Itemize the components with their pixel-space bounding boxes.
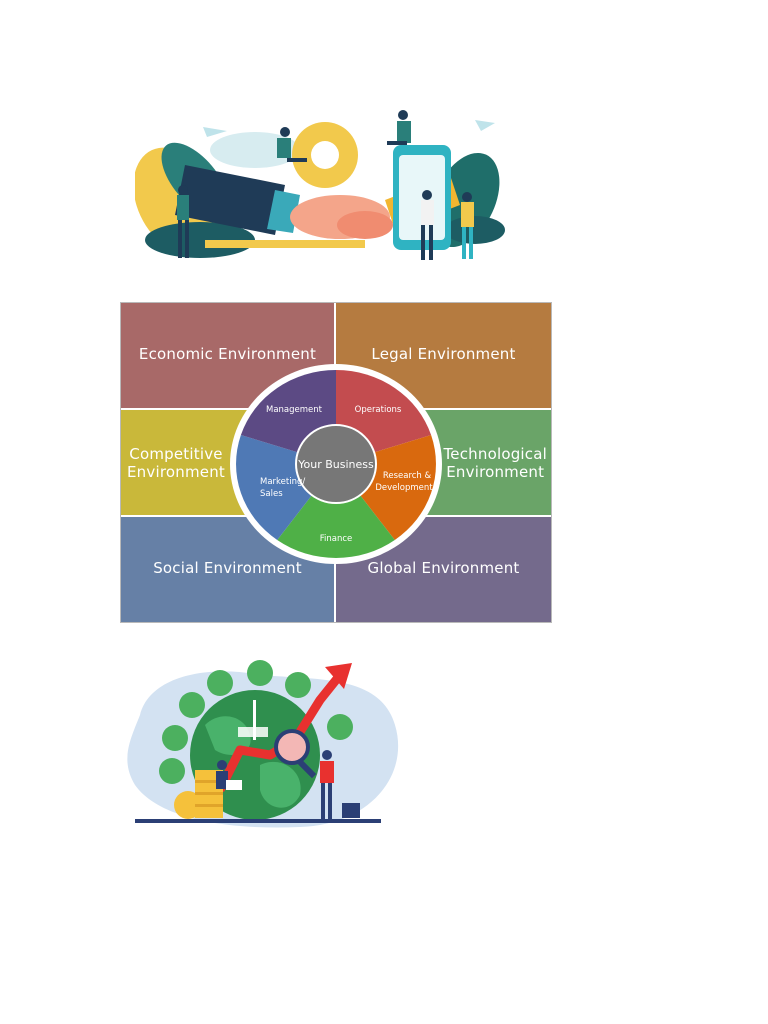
marketing-label-line1: Marketing/ <box>260 477 305 487</box>
laptop-base <box>205 240 365 248</box>
technological-label-line2: Environment <box>446 462 545 481</box>
economic-environment-label: Economic Environment <box>138 345 317 363</box>
solar-bubble-icon <box>162 725 188 751</box>
operations-label: Operations <box>355 405 402 415</box>
business-functions-wheel: Your Business Management Operations Rese… <box>230 364 442 564</box>
turbine-bubble-icon <box>159 758 185 784</box>
marketing-label-line2: Sales <box>260 489 283 499</box>
center-circle <box>295 424 377 504</box>
competitive-label-line2: Environment <box>127 462 225 481</box>
person-figure <box>461 192 474 259</box>
person-figure <box>387 110 411 145</box>
leaf-shape <box>145 222 255 258</box>
business-environment-diagram: Economic Environment Legal Environment C… <box>120 302 552 623</box>
finance-segment <box>277 464 395 558</box>
left-sleeve <box>175 165 285 235</box>
leaf-shape <box>445 216 505 244</box>
wind-turbine-icon <box>253 700 256 740</box>
paper-plane-icon <box>475 120 495 131</box>
recycle-bubble-icon <box>207 670 233 696</box>
person-figure <box>177 185 189 258</box>
paper-plane-icon <box>203 127 227 137</box>
person-figure <box>277 127 307 162</box>
sustainable-growth-illustration <box>127 660 399 828</box>
ground-line <box>135 819 381 823</box>
research-label-line2: Development <box>375 483 433 493</box>
heart-bubble-icon <box>179 692 205 718</box>
technological-environment-box: Technological Environment <box>421 410 551 516</box>
finance-label: Finance <box>320 534 353 544</box>
technological-label-line1: Technological <box>443 444 547 463</box>
center-label: Your Business <box>297 458 374 471</box>
management-label: Management <box>266 405 323 415</box>
legal-environment-label: Legal Environment <box>371 345 516 363</box>
competitive-label-line1: Competitive <box>129 444 223 463</box>
briefcase-icon <box>342 803 360 818</box>
research-label-line1: Research & <box>383 471 432 481</box>
global-environment-label: Global Environment <box>367 559 520 577</box>
social-environment-label: Social Environment <box>153 559 302 577</box>
bank-bubble-icon <box>285 672 311 698</box>
person-figure <box>216 760 242 790</box>
handshake-illustration <box>135 110 505 260</box>
person-figure <box>421 190 434 260</box>
globe-bubble-icon <box>327 714 353 740</box>
plant-bubble-icon <box>247 660 273 686</box>
person-figure <box>320 750 334 820</box>
competitive-environment-box: Competitive Environment <box>121 410 251 516</box>
magnifier-icon <box>274 729 310 765</box>
